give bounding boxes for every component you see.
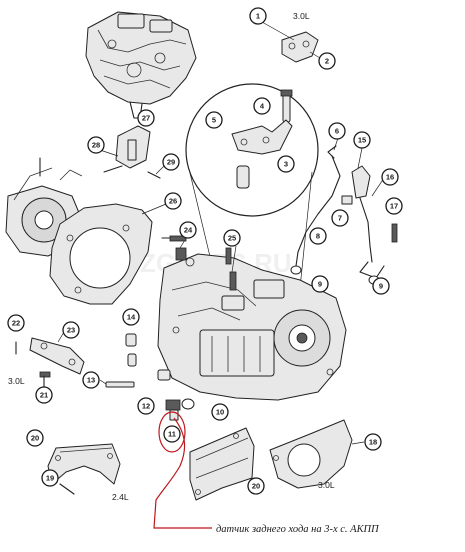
svg-text:20: 20 (31, 434, 39, 443)
svg-text:25: 25 (228, 234, 236, 243)
engine-label-bottom-right: 3.0L (318, 480, 335, 490)
studs-13-14 (99, 333, 137, 388)
callout-14: 14 (122, 308, 140, 326)
svg-text:3: 3 (284, 160, 288, 169)
callout-6: 6 (328, 122, 346, 140)
callout-27: 27 (137, 109, 155, 127)
callout-7: 7 (331, 209, 349, 227)
svg-text:28: 28 (92, 141, 100, 150)
svg-text:9: 9 (318, 280, 322, 289)
callout-21: 21 (35, 386, 53, 404)
callout-19: 19 (41, 469, 59, 487)
callout-8: 8 (309, 227, 327, 245)
dipstick (351, 147, 398, 285)
callout-3: 3 (277, 155, 295, 173)
callout-11: 11 (163, 425, 181, 443)
svg-text:12: 12 (142, 402, 150, 411)
plate-20-center (189, 427, 255, 501)
svg-text:18: 18 (369, 438, 377, 447)
svg-text:2: 2 (325, 57, 329, 66)
svg-text:7: 7 (338, 214, 342, 223)
callout-17: 17 (385, 197, 403, 215)
svg-text:6: 6 (335, 127, 339, 136)
bolt-24 (161, 235, 187, 242)
bracket-1 (261, 21, 321, 63)
svg-text:27: 27 (142, 114, 150, 123)
svg-text:26: 26 (169, 197, 177, 206)
svg-text:22: 22 (12, 319, 20, 328)
svg-text:14: 14 (127, 313, 136, 322)
bracket-23 (15, 331, 85, 389)
engine-label-bottom-left: 2.4L (112, 492, 129, 502)
svg-text:8: 8 (316, 232, 320, 241)
flex-plate-26 (49, 203, 167, 305)
transaxle-housing (157, 231, 347, 401)
callout-5: 5 (205, 111, 223, 129)
mount-bracket-27 (99, 125, 167, 179)
svg-text:13: 13 (87, 376, 95, 385)
callout-20a: 20 (26, 429, 44, 447)
callout-29: 29 (162, 153, 180, 171)
svg-text:16: 16 (386, 173, 394, 182)
svg-text:19: 19 (46, 474, 54, 483)
svg-text:5: 5 (212, 116, 216, 125)
svg-text:11: 11 (168, 430, 176, 439)
svg-text:15: 15 (358, 136, 366, 145)
callout-26: 26 (164, 192, 182, 210)
callout-10: 10 (211, 403, 229, 421)
callout-22: 22 (7, 314, 25, 332)
svg-text:20: 20 (252, 482, 260, 491)
svg-text:1: 1 (256, 12, 260, 21)
svg-text:10: 10 (216, 408, 224, 417)
callout-markers: 1 2 3 4 5 6 7 8 9 9 10 11 12 13 14 15 16… (7, 7, 403, 495)
svg-text:17: 17 (390, 202, 398, 211)
engine-label-top-right: 3.0L (293, 11, 310, 21)
callout-20b: 20 (247, 477, 265, 495)
callout-12: 12 (137, 397, 155, 415)
reverse-sensor (153, 369, 212, 529)
svg-text:9: 9 (379, 282, 383, 291)
callout-25: 25 (223, 229, 241, 247)
reverse-sensor-note: датчик заднего хода на 3-х с. АКПП (216, 524, 380, 535)
engine-block (85, 11, 197, 119)
callout-15: 15 (353, 131, 371, 149)
dipstick-tube (290, 137, 353, 275)
callout-16: 16 (381, 168, 399, 186)
callout-24: 24 (179, 221, 197, 239)
shield-20-left (47, 443, 121, 495)
shield-18-right (269, 419, 365, 489)
callout-28: 28 (87, 136, 105, 154)
engine-label-left-middle: 3.0L (8, 376, 25, 386)
callout-4: 4 (253, 97, 271, 115)
svg-text:21: 21 (40, 391, 48, 400)
callout-2: 2 (318, 52, 336, 70)
callout-23: 23 (62, 321, 80, 339)
callout-9a: 9 (311, 275, 329, 293)
callout-1: 1 (249, 7, 267, 25)
callout-9b: 9 (372, 277, 390, 295)
bolt-25 (225, 247, 232, 265)
svg-text:24: 24 (184, 226, 193, 235)
svg-text:29: 29 (167, 158, 175, 167)
callout-18: 18 (364, 433, 382, 451)
svg-text:23: 23 (67, 326, 75, 335)
callout-13: 13 (82, 371, 100, 389)
svg-text:4: 4 (260, 102, 265, 111)
